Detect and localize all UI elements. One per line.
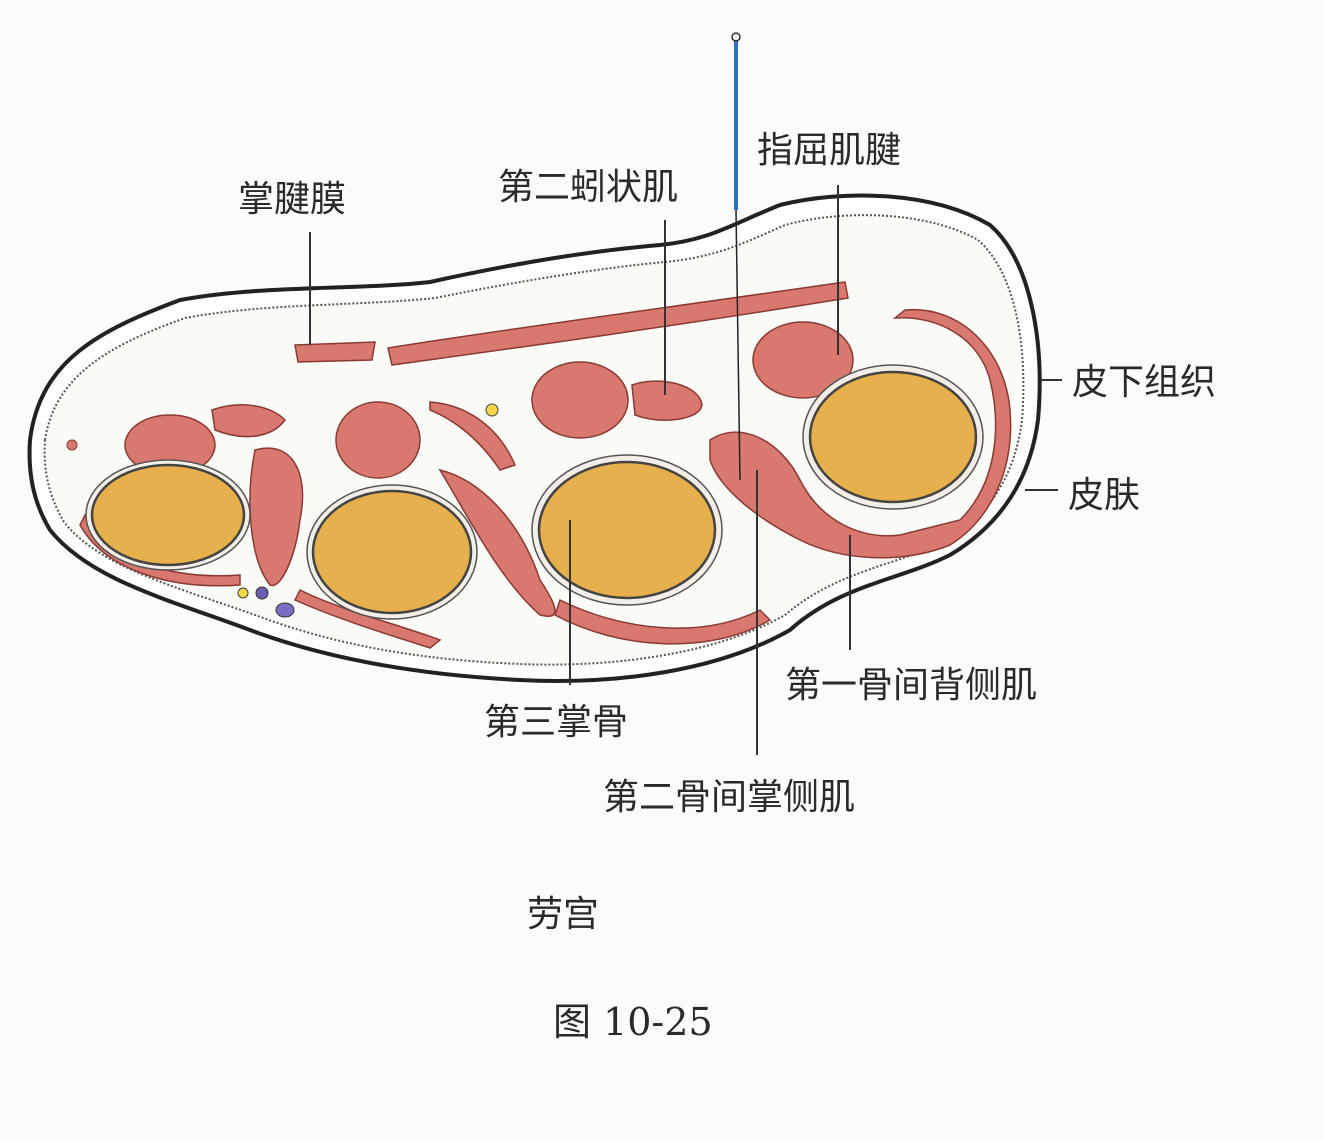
vessels bbox=[66, 403, 499, 618]
needle-handle-icon bbox=[731, 32, 741, 42]
leader-lines bbox=[309, 185, 1062, 755]
label-subcutaneous-tissue: 皮下组织 bbox=[1072, 362, 1216, 403]
label-third-metacarpal: 第三掌骨 bbox=[484, 702, 628, 743]
label-first-dorsal-interosseous: 第一骨间背侧肌 bbox=[785, 665, 1037, 706]
needle-path-line bbox=[735, 209, 741, 481]
label-skin: 皮肤 bbox=[1068, 475, 1140, 516]
muscles bbox=[79, 281, 1012, 649]
label-second-lumbrical: 第二蚓状肌 bbox=[498, 167, 678, 208]
label-second-palmar-interosseous: 第二骨间掌侧肌 bbox=[603, 777, 855, 818]
third-metacarpal-bone bbox=[537, 460, 717, 600]
acupoint-name: 劳宫 bbox=[527, 894, 599, 935]
label-flexor-tendons: 指屈肌腱 bbox=[757, 130, 901, 171]
figure-caption: 图 10-25 bbox=[553, 1000, 713, 1044]
label-palmar-aponeurosis: 掌腱膜 bbox=[238, 179, 346, 220]
metacarpal-bones bbox=[85, 364, 984, 620]
